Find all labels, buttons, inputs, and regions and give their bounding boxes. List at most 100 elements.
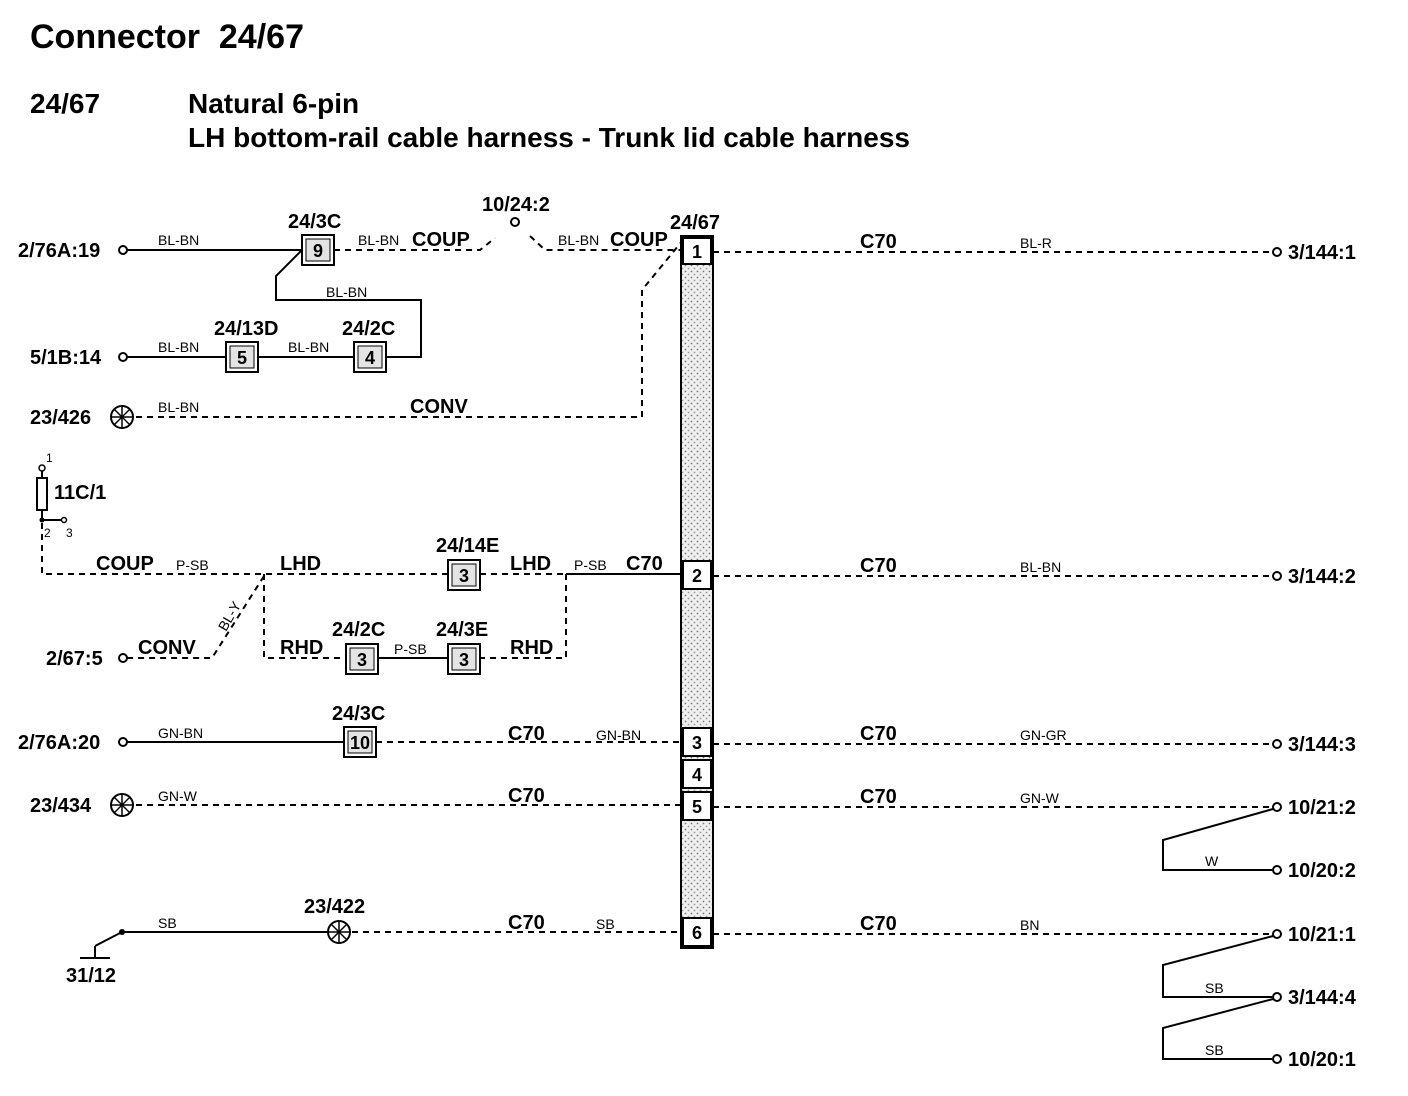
endpoint-2-76a-19: 2/76A:19: [18, 240, 100, 262]
terminal-2-67-5: [118, 653, 128, 663]
wire-rhd-return: [480, 574, 567, 659]
variant-label: COUP: [610, 229, 668, 251]
connector-24-3c-pin-10: 10: [343, 726, 377, 758]
wire-label: BL-R: [1020, 235, 1052, 251]
endpoint-5-1b-14: 5/1B:14: [30, 347, 102, 369]
terminal-10-21-1: [1272, 929, 1282, 939]
fuse-11c-1: [36, 464, 68, 524]
harness-label: C70: [860, 723, 897, 745]
endpoint-3-144-3: 3/144:3: [1288, 734, 1356, 756]
svg-text:10: 10: [350, 733, 370, 753]
wire-label: SB: [1205, 1042, 1224, 1058]
wire-label: BL-Y: [215, 598, 245, 634]
connector-24-3c-label: 24/3C: [288, 211, 341, 233]
wire-label: P-SB: [574, 557, 607, 573]
variant-label: COUP: [96, 553, 154, 575]
terminal-2-76a-20: [118, 737, 128, 747]
connector-23-434-icon: [110, 793, 134, 817]
wire-label: BL-BN: [358, 232, 399, 248]
ground-31-12-icon: [80, 929, 125, 959]
main-connector-body: [680, 235, 714, 949]
wire-coup-2: [529, 235, 683, 251]
harness-label: C70: [508, 912, 545, 934]
endpoint-10-20-2: 10/20:2: [1288, 860, 1356, 882]
wire-label: BL-BN: [158, 232, 199, 248]
endpoint-10-20-1: 10/20:1: [1288, 1049, 1356, 1071]
endpoint-23-426: 23/426: [30, 407, 91, 429]
svg-text:6: 6: [692, 923, 702, 943]
terminal-10-20-1: [1272, 1054, 1282, 1064]
wire-label: SB: [1205, 980, 1224, 996]
wire-label: BL-BN: [288, 339, 329, 355]
connector-24-3c-label-b: 24/3C: [332, 703, 385, 725]
harness-label: C70: [860, 555, 897, 577]
variant-label: RHD: [510, 637, 553, 659]
wire-coup-1: [334, 237, 496, 251]
terminal-2-76a-19: [118, 245, 128, 255]
endpoint-10-21-2: 10/21:2: [1288, 797, 1356, 819]
wire-sb-jumper-1: [1162, 935, 1274, 998]
svg-text:4: 4: [692, 765, 702, 785]
endpoint-31-12: 31/12: [66, 965, 116, 987]
fuse-label: 11C/1: [54, 482, 106, 504]
wire-label: BL-BN: [1020, 559, 1061, 575]
wire-conv-1: [136, 239, 684, 418]
main-connector-pin-2: 2: [682, 560, 712, 590]
variant-label: CONV: [410, 396, 468, 418]
endpoint-10-21-1: 10/21:1: [1288, 924, 1356, 946]
endpoint-3-144-1: 3/144:1: [1288, 242, 1356, 264]
terminal-5-1b-14: [118, 352, 128, 362]
svg-text:3: 3: [459, 650, 469, 670]
svg-text:5: 5: [692, 797, 702, 817]
harness-label: C70: [860, 786, 897, 808]
terminal-3-144-4: [1272, 992, 1282, 1002]
connector-code: 24/67: [30, 88, 101, 119]
connector-24-2c-label: 24/2C: [342, 318, 395, 340]
connector-23-422-label: 23/422: [304, 896, 365, 918]
endpoint-2-67-5: 2/67:5: [46, 648, 103, 670]
connector-24-13d-label: 24/13D: [214, 318, 279, 340]
terminal-3-144-2: [1272, 571, 1282, 581]
page-title: Connector 24/67: [30, 18, 304, 56]
wire-label: W: [1205, 853, 1219, 869]
svg-text:3: 3: [459, 566, 469, 586]
variant-label: CONV: [138, 637, 196, 659]
main-connector-pin-3: 3: [682, 727, 712, 757]
wire-label: P-SB: [394, 641, 427, 657]
endpoint-3-144-4: 3/144:4: [1288, 987, 1357, 1009]
svg-text:3: 3: [357, 650, 367, 670]
harness-label: C70: [626, 553, 663, 575]
endpoint-2-76a-20: 2/76A:20: [18, 732, 100, 754]
harness-label: C70: [860, 913, 897, 935]
wire-label: GN-W: [158, 788, 198, 804]
wire-w-jumper: [1162, 808, 1274, 871]
harness-description: LH bottom-rail cable harness - Trunk lid…: [188, 122, 910, 153]
wire-label: BN: [1020, 917, 1039, 933]
wire-label: P-SB: [176, 557, 209, 573]
svg-text:4: 4: [365, 348, 375, 368]
main-connector-label: 24/67: [670, 212, 720, 234]
wire-p-sb-coup: [41, 523, 448, 575]
connector-24-2c-pin-3: 3: [345, 643, 379, 675]
svg-text:3: 3: [692, 733, 702, 753]
terminal-3-144-1: [1272, 247, 1282, 257]
terminal-10-20-2: [1272, 865, 1282, 875]
connector-24-2c-pin-4: 4: [353, 341, 387, 373]
harness-label: C70: [508, 785, 545, 807]
svg-text:1: 1: [692, 242, 702, 262]
wire-label: BL-BN: [326, 284, 367, 300]
main-connector-pin-6: 6: [682, 917, 712, 947]
wire-label: SB: [158, 915, 177, 931]
harness-label: C70: [860, 231, 897, 253]
wire-label: GN-W: [1020, 790, 1060, 806]
connector-24-13d-pin-5: 5: [225, 341, 259, 373]
harness-label: C70: [508, 723, 545, 745]
variant-label: LHD: [510, 553, 551, 575]
svg-text:2: 2: [692, 566, 702, 586]
variant-label: COUP: [412, 229, 470, 251]
connector-24-14e-pin-3: 3: [447, 559, 481, 591]
fuse-terminal-1: 1: [46, 451, 53, 465]
main-connector-pin-4: 4: [682, 759, 712, 789]
wire-label: GN-BN: [596, 727, 641, 743]
connector-24-3c-pin-9: 9: [301, 234, 335, 266]
